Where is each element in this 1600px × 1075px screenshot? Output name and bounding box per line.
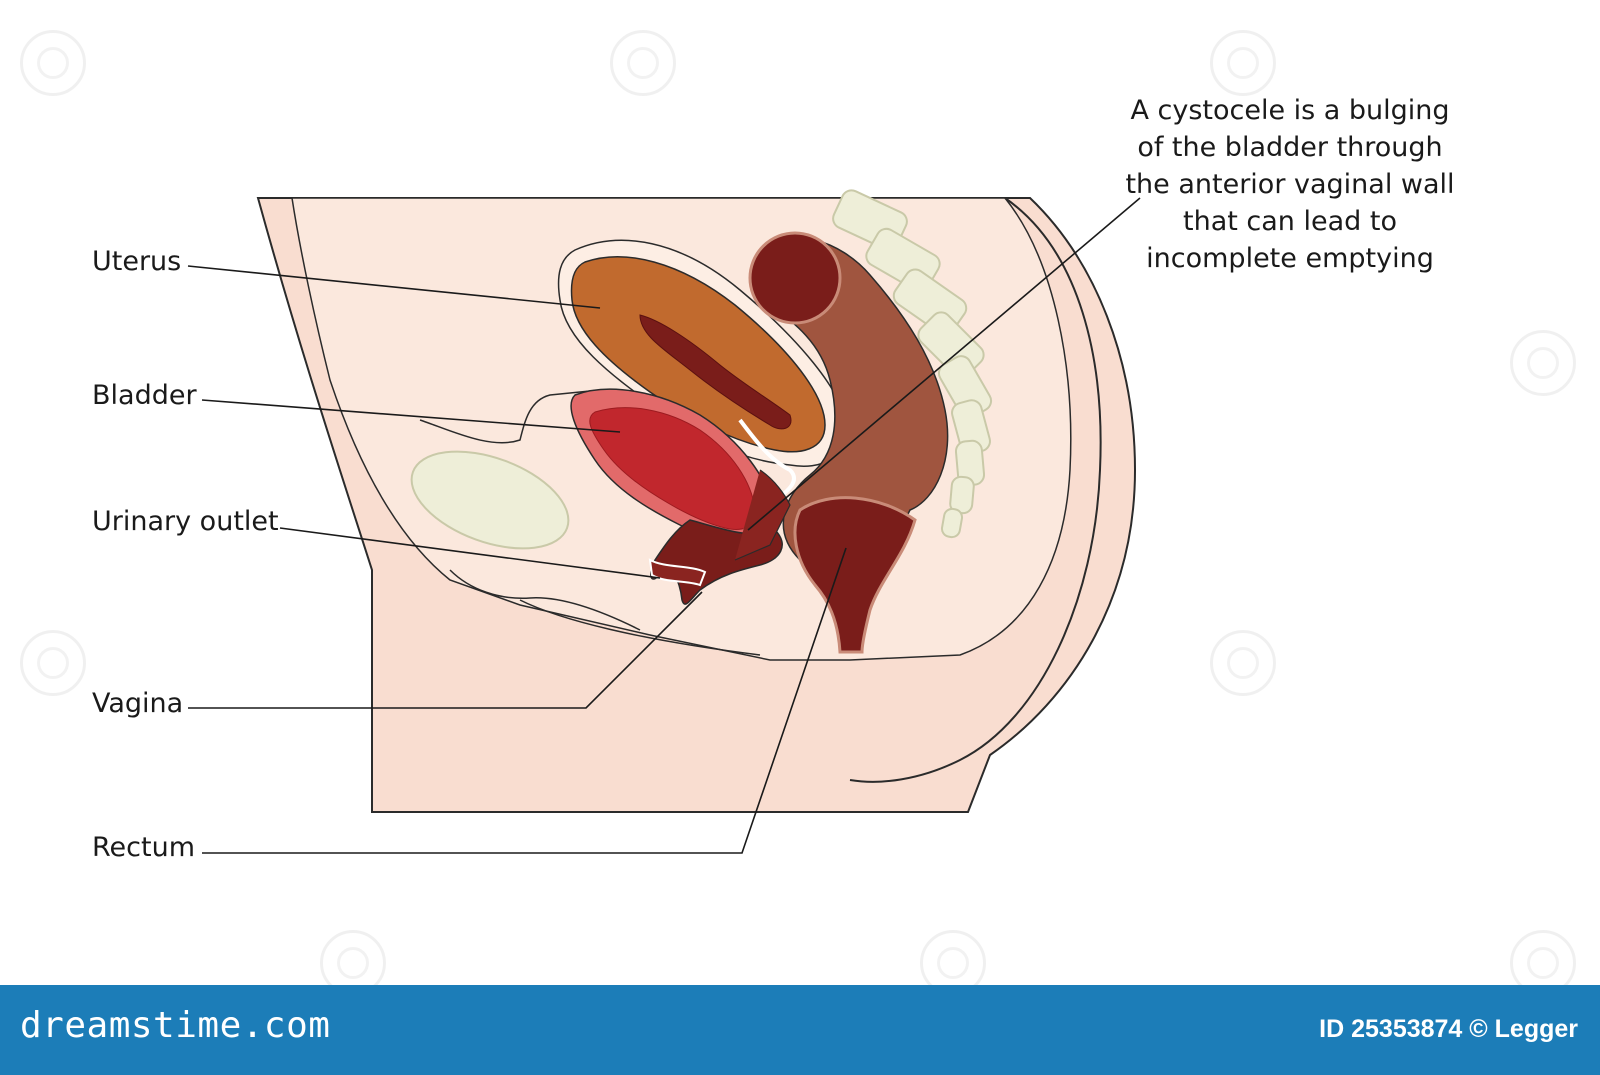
footer-bar: dreamstime.com ID 25353874 © Legger xyxy=(0,985,1600,1075)
caption-line: of the bladder through xyxy=(1137,132,1443,163)
spine xyxy=(832,189,993,539)
urethra xyxy=(648,558,707,587)
pubic-fat-pad xyxy=(419,389,601,444)
cystocele-caption: A cystocele is a bulging of the bladder … xyxy=(1095,92,1485,277)
watermark-icon xyxy=(20,630,86,696)
buttock-contour xyxy=(849,197,1102,783)
watermark-icon xyxy=(610,30,676,96)
watermark-icon xyxy=(1510,330,1576,396)
watermark-icon xyxy=(1210,30,1276,96)
rectal-ampulla xyxy=(793,496,917,654)
pubic-bone xyxy=(410,450,570,550)
rectum-lumen-upper xyxy=(748,231,842,325)
caption-line: incomplete emptying xyxy=(1146,243,1434,274)
caption-line: A cystocele is a bulging xyxy=(1130,95,1450,126)
uterine-cavity xyxy=(639,314,792,430)
caption-line: the anterior vaginal wall xyxy=(1125,169,1455,200)
watermark-icon xyxy=(1210,630,1276,696)
vagina-label: Vagina xyxy=(92,688,184,719)
brand-logo[interactable]: dreamstime.com xyxy=(20,1005,331,1046)
urinary-outlet-label: Urinary outlet xyxy=(92,506,279,537)
leader-lines xyxy=(187,197,1141,854)
bladder-label: Bladder xyxy=(92,380,197,411)
bladder xyxy=(589,407,756,530)
labia-contour xyxy=(449,569,641,631)
caption-line: that can lead to xyxy=(1183,206,1397,237)
rectum-label: Rectum xyxy=(92,832,196,863)
watermark-icon xyxy=(20,30,86,96)
vaginal-canal-wall xyxy=(734,469,791,561)
pelvis-cross-section-diagram xyxy=(187,189,1141,854)
uterus-label: Uterus xyxy=(92,246,182,277)
perineum-contour xyxy=(519,599,761,656)
image-id-credit: ID 25353874 © Legger xyxy=(1319,1015,1578,1043)
